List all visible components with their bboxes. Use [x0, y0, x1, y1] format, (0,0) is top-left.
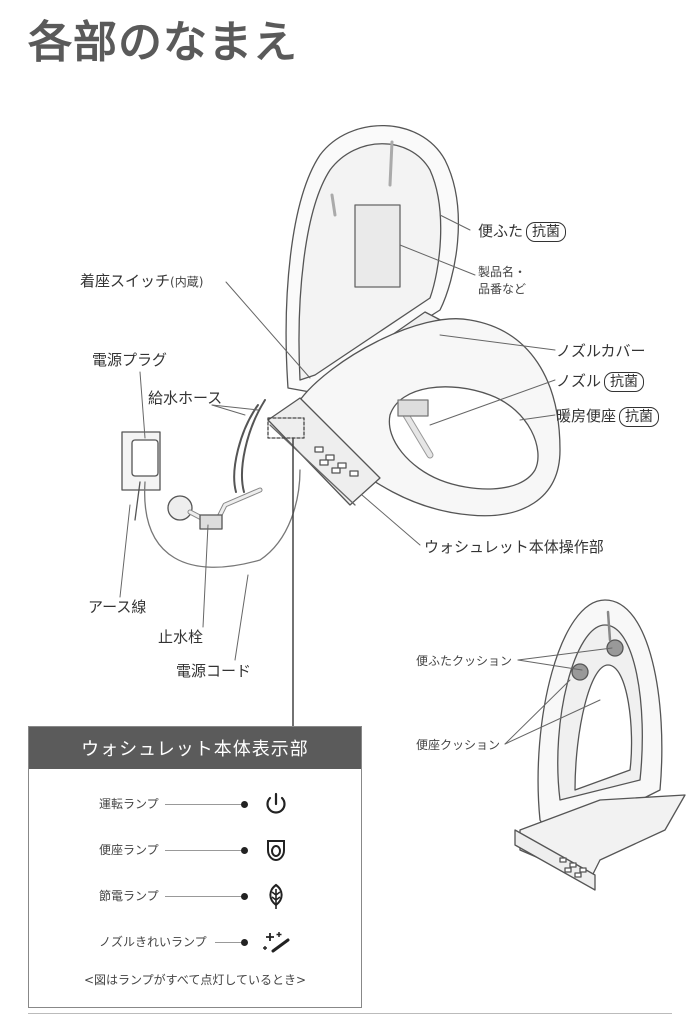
lamp-leader: [215, 942, 241, 943]
nozzle-text: ノズル: [556, 372, 602, 390]
lamp-label-power-saving: 節電ランプ: [99, 889, 159, 903]
nozzle-antibacterial-badge: 抗菌: [604, 372, 645, 392]
product-name-line1: 製品名・: [478, 265, 527, 279]
lamp-leader: [165, 804, 241, 805]
sparkle-nozzle-icon: [263, 932, 290, 953]
heated-seat-text: 暖房便座: [556, 407, 617, 425]
label-power-cord: 電源コード: [176, 662, 252, 680]
lid-text: 便ふた: [478, 222, 524, 240]
lamp-leader: [165, 850, 241, 851]
label-seat-switch: 着座スイッチ(内蔵): [80, 270, 203, 291]
label-stop-valve: 止水栓: [158, 628, 204, 646]
label-nozzle: ノズル抗菌: [556, 370, 645, 392]
label-supply-hose: 給水ホース: [148, 389, 223, 407]
label-body-controls: ウォシュレット本体操作部: [424, 538, 604, 556]
lamp-label-seat: 便座ランプ: [99, 843, 159, 857]
bottom-divider: [28, 1013, 672, 1014]
heated-seat-antibacterial-badge: 抗菌: [619, 407, 660, 427]
label-lid: 便ふた抗菌: [478, 220, 567, 242]
label-power-plug: 電源プラグ: [92, 351, 168, 369]
lamp-label-operation: 運転ランプ: [99, 797, 159, 811]
lamp-row-power-saving: 節電ランプ: [29, 881, 361, 911]
display-panel-title: ウォシュレット本体表示部: [29, 727, 361, 769]
lid-antibacterial-badge: 抗菌: [526, 222, 567, 242]
label-lid-cushion: 便ふたクッション: [416, 654, 513, 668]
product-name-line2: 品番など: [478, 282, 527, 296]
label-earth-wire: アース線: [88, 598, 147, 616]
seat-icon: [267, 840, 285, 862]
page-title: 各部のなまえ: [28, 17, 298, 68]
lamp-dot: [241, 847, 248, 854]
lamp-label-nozzle-clean: ノズルきれいランプ: [99, 935, 207, 949]
lamp-row-nozzle-clean: ノズルきれいランプ: [29, 927, 361, 957]
lamp-leader: [165, 896, 241, 897]
label-product-name: 製品名・ 品番など: [478, 264, 526, 298]
lamp-dot: [241, 939, 248, 946]
lamp-dot: [241, 893, 248, 900]
power-icon: [266, 792, 286, 814]
label-seat-cushion: 便座クッション: [416, 738, 501, 752]
display-panel: ウォシュレット本体表示部 運転ランプ 便座ランプ 節電ランプ ノズルきれいランプ: [28, 726, 362, 1008]
seat-switch-note: (内蔵): [170, 275, 204, 289]
label-nozzle-cover: ノズルカバー: [556, 342, 646, 360]
lamp-row-seat: 便座ランプ: [29, 835, 361, 865]
lamp-dot: [241, 801, 248, 808]
display-panel-note: <図はランプがすべて点灯しているとき>: [83, 973, 307, 987]
leaf-icon: [269, 883, 283, 909]
seat-switch-text: 着座スイッチ: [80, 272, 171, 290]
label-heated-seat: 暖房便座抗菌: [556, 405, 660, 427]
lamp-row-operation: 運転ランプ: [29, 789, 361, 819]
